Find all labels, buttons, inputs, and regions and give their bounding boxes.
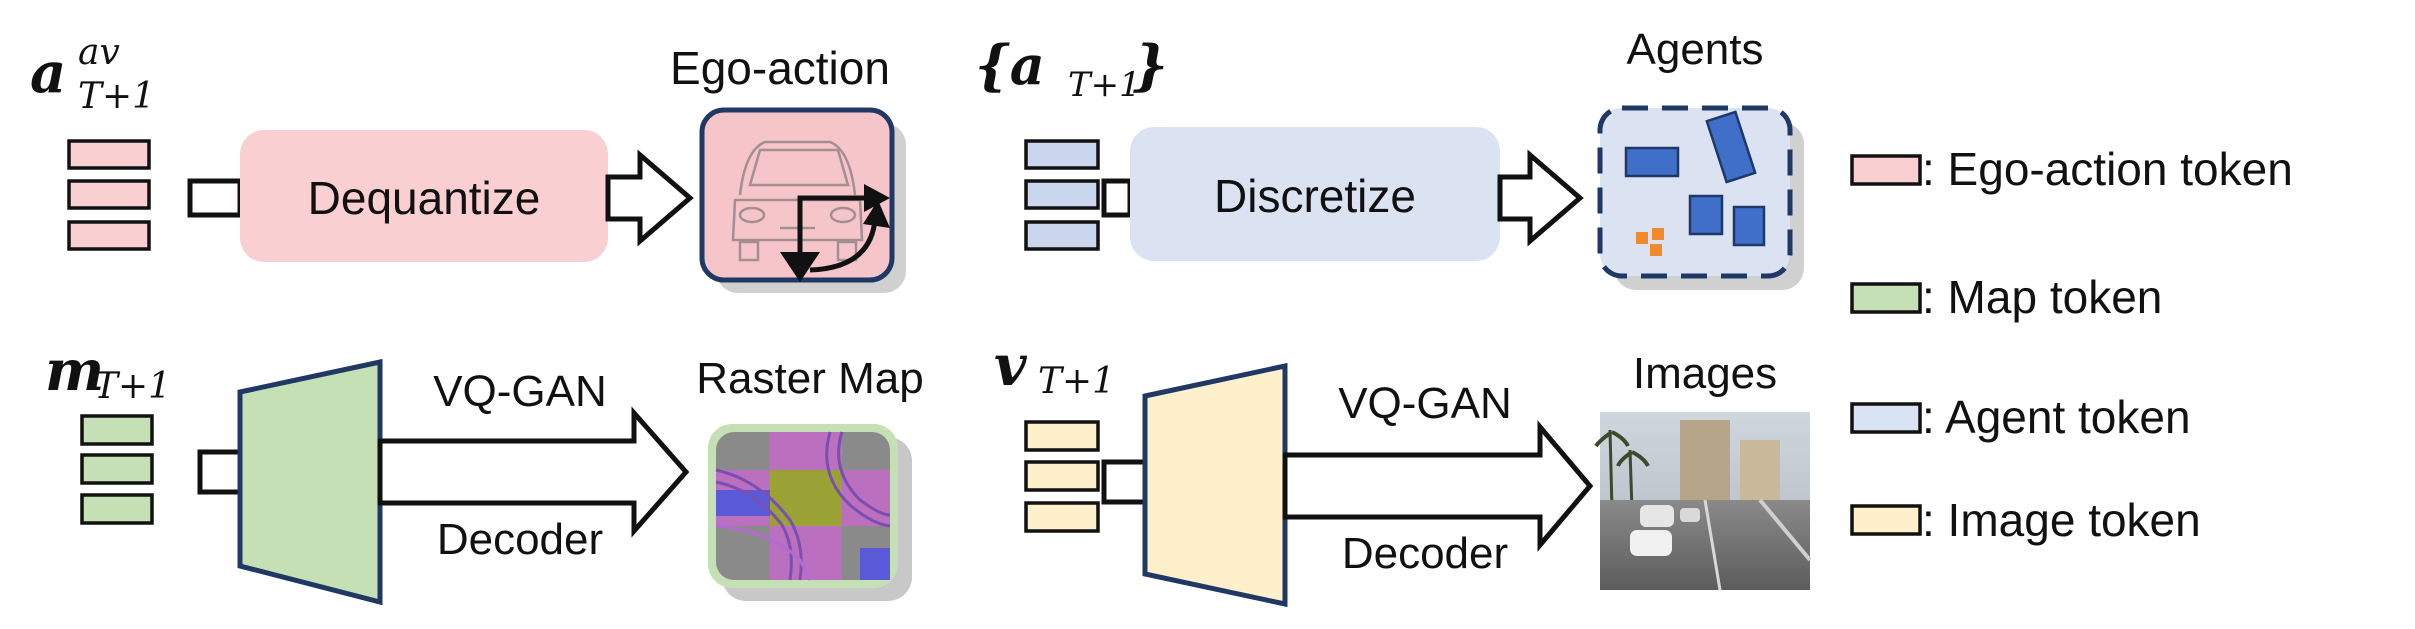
legend: : Ego-action token : Map token : Agent t… [1850,143,2293,546]
ego-output-arrow [605,149,694,247]
image-decoder-bottom-label: Decoder [1342,529,1508,578]
car-sketch [731,140,864,262]
agents-input-close: } [1133,33,1168,97]
legend-label-ego-action: : Ego-action token [1922,143,2293,195]
legend-label-agent: : Agent token [1922,391,2191,443]
map-output-arrow [377,406,690,538]
turn-arrows-icon [780,184,890,282]
legend-swatch-map [1850,282,1922,314]
map-token-stack [80,414,154,525]
map-pipeline: m T+1 VQ-GAN Decoder Raster Map [45,338,924,606]
car-icon [699,107,895,283]
image-input-symbol: v [994,333,1028,399]
agents-input-symbol: {a [975,33,1045,97]
image-decoder-top-label: VQ-GAN [1338,379,1512,428]
ego-action-title: Ego-action [670,42,890,94]
agents-pipeline: {a T+1 } Discretize Agents [975,25,1804,290]
agents-connector [1101,178,1133,218]
legend-item-image: : Image token [1850,494,2201,546]
legend-label-map: : Map token [1922,271,2162,323]
street-photo-icon [1594,412,1812,591]
agents-title: Agents [1627,25,1764,74]
image-output-arrow [1282,420,1594,552]
ego-token-stack [67,139,151,251]
image-token-stack [1024,420,1100,533]
map-input-subscript: T+1 [94,366,171,407]
ego-connector [187,178,243,218]
legend-label-image: : Image token [1922,494,2201,546]
image-connector [1101,459,1148,505]
legend-item-agent: : Agent token [1850,391,2191,443]
legend-swatch-agent [1850,402,1922,434]
discretize-box [1130,127,1500,261]
images-title: Images [1633,349,1777,398]
legend-swatch-ego-action [1850,154,1922,186]
raster-map-icon [708,424,898,588]
ego-pipeline: a av T+1 Dequantize Ego-action [30,32,906,293]
dequantize-box [240,130,608,262]
map-decoder-trapezoid [237,358,383,606]
agents-input-subscript: T+1 [1068,65,1141,105]
ego-input-superscript: av [78,32,120,73]
ego-input-symbol: a [30,40,66,106]
discretize-label: Discretize [1214,170,1416,222]
map-decoder-bottom-label: Decoder [437,515,603,564]
dequantize-label: Dequantize [308,172,541,224]
map-decoder-top-label: VQ-GAN [433,367,607,416]
agent-token-stack [1024,139,1100,251]
image-pipeline: v T+1 VQ-GAN Decoder Images [994,333,1812,608]
agents-bev-icon [1597,105,1793,279]
legend-item-ego-action: : Ego-action token [1850,143,2293,195]
image-decoder-trapezoid [1142,362,1288,608]
map-connector [197,449,243,495]
legend-item-map: : Map token [1850,271,2162,323]
legend-swatch-image [1850,504,1922,536]
agents-output-arrow [1497,149,1584,247]
map-input-symbol: m [45,338,104,404]
raster-map-title: Raster Map [696,354,923,403]
image-input-subscript: T+1 [1038,361,1115,402]
ego-input-subscript: T+1 [78,76,155,117]
